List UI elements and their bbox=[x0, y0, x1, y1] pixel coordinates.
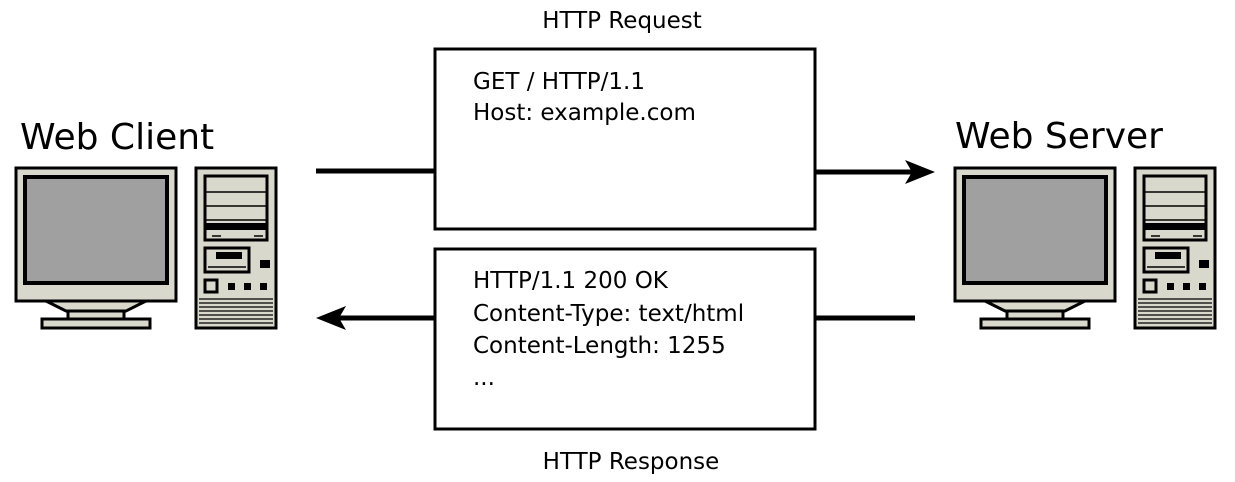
response-line: Content-Type: text/html bbox=[473, 301, 744, 327]
request-caption: HTTP Request bbox=[542, 8, 702, 34]
client-computer-icon bbox=[14, 166, 278, 330]
response-line: Content-Length: 1255 bbox=[473, 333, 726, 359]
request-box bbox=[433, 47, 817, 231]
response-line: HTTP/1.1 200 OK bbox=[473, 268, 669, 294]
client-label: Web Client bbox=[20, 117, 214, 158]
server-label: Web Server bbox=[955, 116, 1163, 157]
request-arrowhead-icon bbox=[905, 160, 935, 184]
response-line: ... bbox=[473, 365, 495, 391]
response-box bbox=[433, 247, 817, 431]
request-line: GET / HTTP/1.1 bbox=[473, 69, 645, 95]
request-line: Host: example.com bbox=[473, 100, 696, 126]
response-caption: HTTP Response bbox=[543, 449, 720, 475]
server-computer-icon bbox=[953, 166, 1217, 330]
response-arrowhead-icon bbox=[316, 306, 346, 330]
